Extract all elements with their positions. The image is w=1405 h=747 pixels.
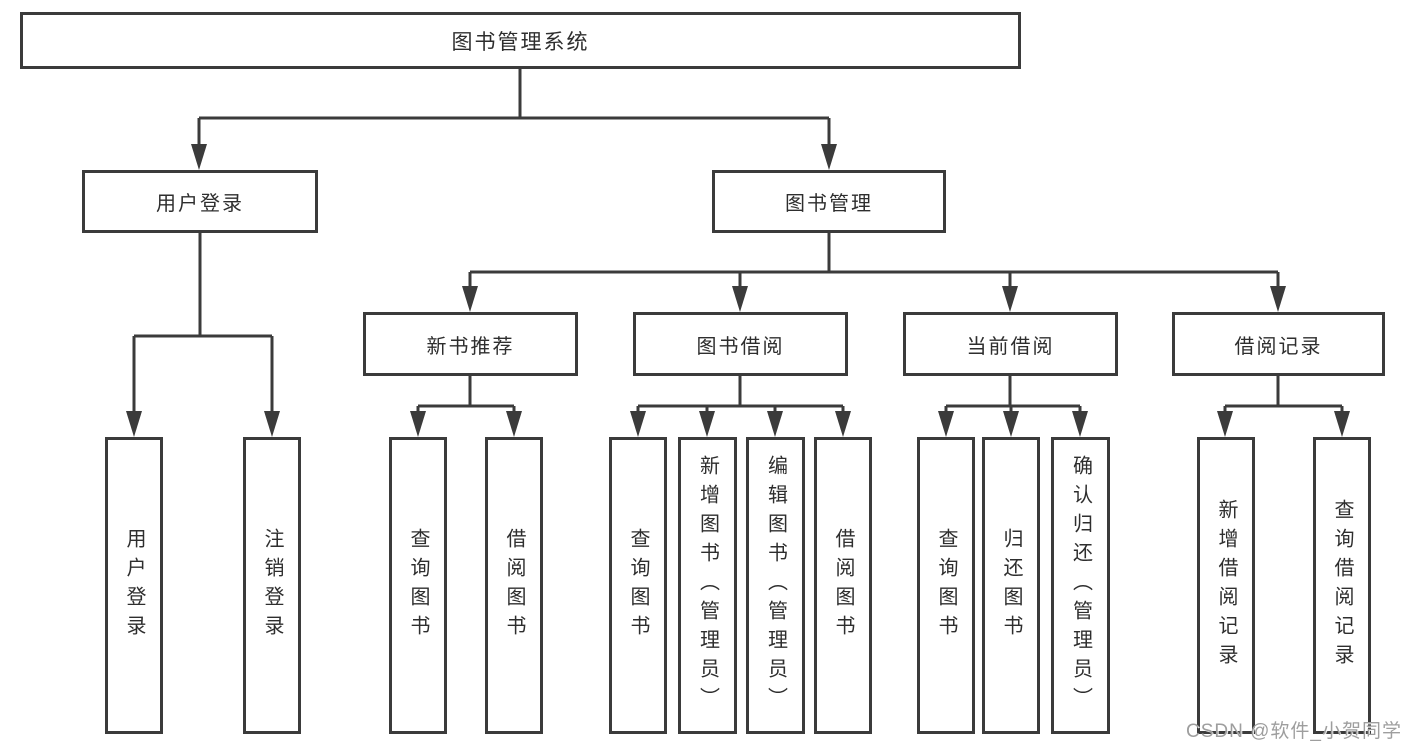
arrowhead-down-icon [835, 411, 851, 437]
connector-new-book-children [416, 376, 516, 413]
node-current-borrowing: 当前借阅 [903, 312, 1118, 376]
node-label: 图书借阅 [696, 335, 785, 358]
arrowhead-down-icon [1270, 286, 1286, 312]
arrowhead-down-icon [1334, 411, 1350, 437]
leaf-edit-book-admin: 编辑图书（管理员） [746, 437, 805, 734]
arrowhead-down-icon [938, 411, 954, 437]
arrowhead-down-icon [699, 411, 715, 437]
leaf-user-login: 用户登录 [105, 437, 163, 734]
node-label: 注销登录 [261, 527, 283, 644]
connector-user-login-children [132, 233, 274, 413]
leaf-query-books-borrow: 查询图书 [609, 437, 667, 734]
leaf-query-books-current: 查询图书 [917, 437, 975, 734]
connector-borrow-record-children [1223, 376, 1344, 413]
leaf-add-borrow-record: 新增借阅记录 [1197, 437, 1255, 734]
arrowhead-down-icon [767, 411, 783, 437]
node-label: 查询图书 [407, 527, 429, 644]
node-label: 查询借阅记录 [1331, 498, 1353, 673]
node-label: 查询图书 [935, 527, 957, 644]
arrowhead-down-icon [506, 411, 522, 437]
arrowheads [126, 144, 1350, 437]
connector-book-management-children [468, 233, 1280, 288]
arrowhead-down-icon [1002, 286, 1018, 312]
node-new-book-recommendation: 新书推荐 [363, 312, 578, 376]
leaf-query-borrow-record: 查询借阅记录 [1313, 437, 1371, 734]
node-label: 借阅图书 [832, 527, 854, 644]
leaf-add-book-admin: 新增图书（管理员） [678, 437, 737, 734]
leaf-borrow-book: 借阅图书 [814, 437, 872, 734]
watermark: CSDN @软件_小贺同学 [1186, 721, 1402, 742]
leaf-return-book: 归还图书 [982, 437, 1040, 734]
arrowhead-down-icon [630, 411, 646, 437]
node-book-borrowing: 图书借阅 [633, 312, 848, 376]
node-label: 归还图书 [1000, 527, 1022, 644]
arrowhead-down-icon [821, 144, 837, 170]
node-label: 查询图书 [627, 527, 649, 644]
arrowhead-down-icon [462, 286, 478, 312]
node-label: 用户登录 [123, 527, 145, 644]
arrowhead-down-icon [732, 286, 748, 312]
leaf-logout: 注销登录 [243, 437, 301, 734]
arrowhead-down-icon [264, 411, 280, 437]
connector-book-borrow-children [636, 376, 845, 413]
node-label: 当前借阅 [966, 335, 1055, 358]
node-borrowing-records: 借阅记录 [1172, 312, 1385, 376]
node-label: 新增图书（管理员） [696, 455, 719, 716]
arrowhead-down-icon [1072, 411, 1088, 437]
node-label: 图书管理 [785, 193, 873, 215]
arrowhead-down-icon [1003, 411, 1019, 437]
node-label: 借阅记录 [1234, 335, 1323, 358]
connector-root-to-level2 [197, 69, 831, 146]
leaf-borrow-book-recommend: 借阅图书 [485, 437, 543, 734]
node-user-login: 用户登录 [82, 170, 318, 233]
connector-current-borrow-children [944, 376, 1082, 413]
node-book-management: 图书管理 [712, 170, 946, 233]
node-label: 用户登录 [156, 193, 244, 215]
arrowhead-down-icon [126, 411, 142, 437]
node-label: 借阅图书 [503, 527, 525, 644]
arrowhead-down-icon [191, 144, 207, 170]
arrowhead-down-icon [410, 411, 426, 437]
node-library-management-system: 图书管理系统 [20, 12, 1021, 69]
node-label: 新增借阅记录 [1215, 498, 1237, 673]
leaf-query-books-recommend: 查询图书 [389, 437, 447, 734]
node-label: 编辑图书（管理员） [764, 455, 787, 716]
leaf-confirm-return-admin: 确认归还（管理员） [1051, 437, 1110, 734]
node-label: 图书管理系统 [451, 30, 590, 54]
node-label: 确认归还（管理员） [1069, 455, 1092, 716]
node-label: 新书推荐 [426, 335, 515, 358]
arrowhead-down-icon [1217, 411, 1233, 437]
